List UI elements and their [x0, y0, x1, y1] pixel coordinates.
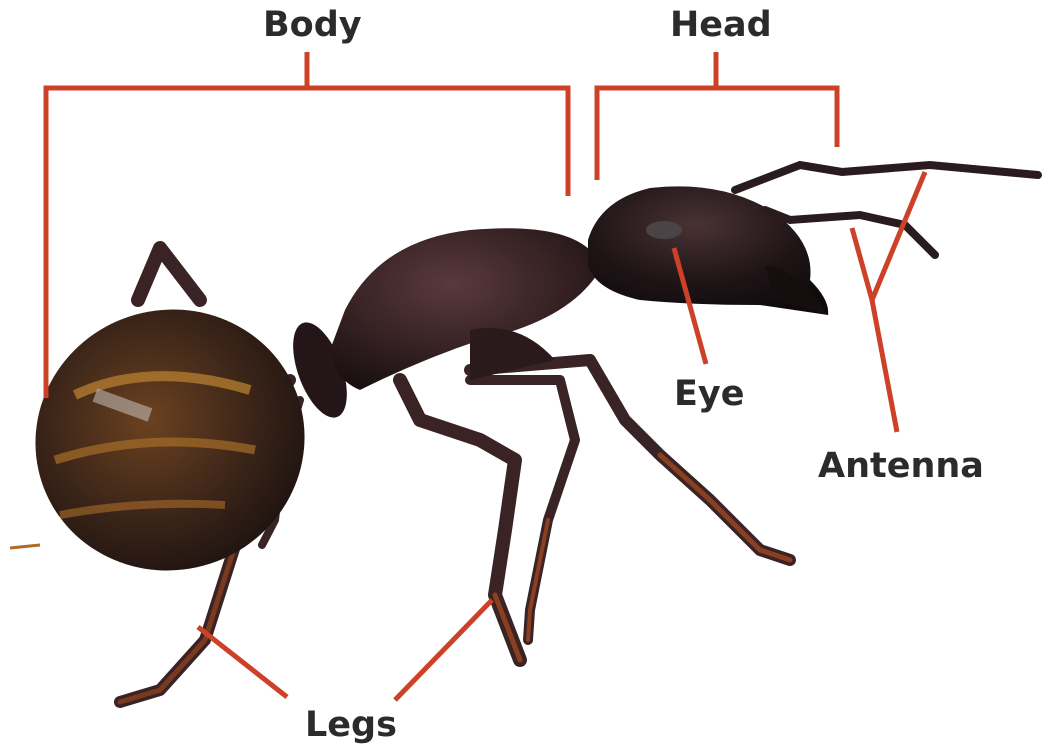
label-legs: Legs: [305, 705, 397, 745]
antenna-leader-lower: [852, 228, 872, 300]
antenna-upper: [735, 165, 1038, 190]
ant-abdomen: [1, 275, 338, 606]
ant-head: [588, 186, 828, 315]
ant-eye: [646, 221, 682, 239]
label-eye: Eye: [674, 374, 744, 414]
legs-leader-left: [198, 627, 287, 697]
leg-middle-far: [470, 380, 575, 640]
label-head: Head: [670, 5, 772, 45]
leg-back-far: [138, 248, 200, 300]
antenna-leader-main: [872, 300, 897, 432]
label-antenna: Antenna: [818, 446, 984, 486]
label-body: Body: [263, 5, 362, 45]
legs-leader-right: [395, 600, 492, 700]
